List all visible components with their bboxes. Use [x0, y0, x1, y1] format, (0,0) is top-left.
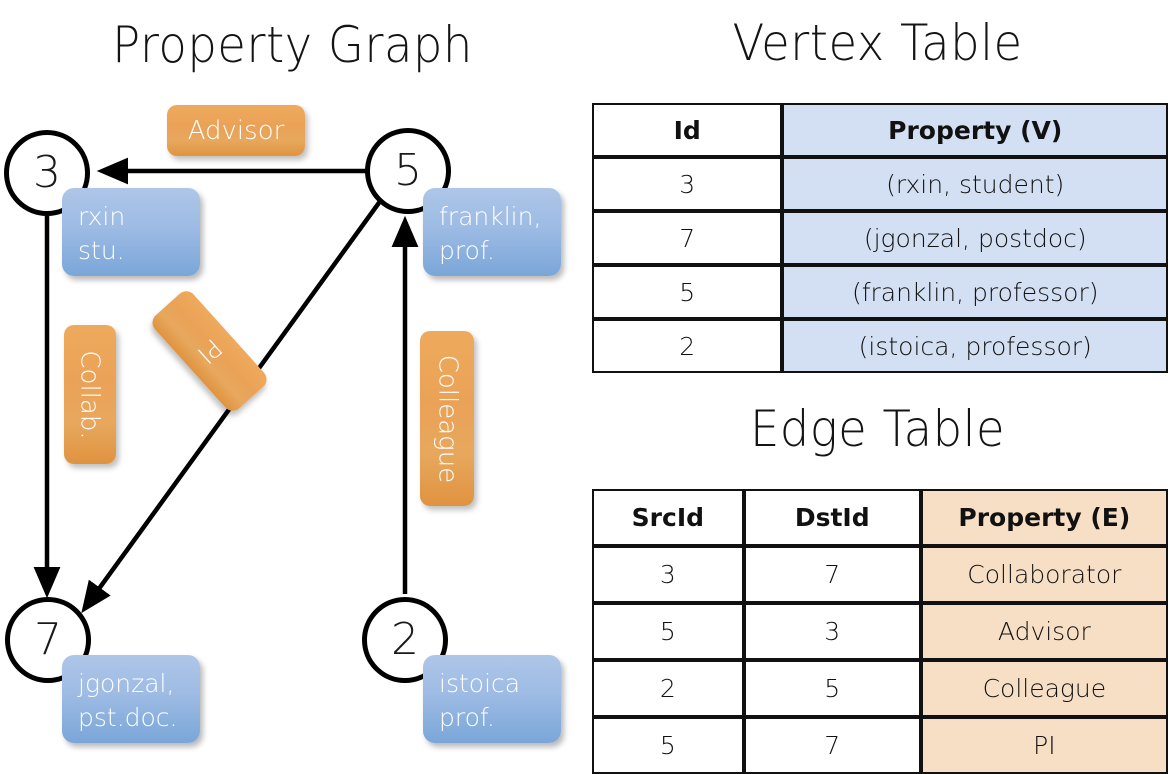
- node-2-property-line-1: istoica: [439, 669, 521, 698]
- graph-node-2[interactable]: 2: [362, 597, 448, 683]
- vertex-row-3-id: 2: [592, 319, 783, 373]
- edge-table-header-dstid: DstId: [743, 489, 921, 546]
- edge-label-collab: Collab.: [64, 325, 116, 464]
- node-7-property-line-1: jgonzal,: [78, 669, 175, 698]
- vertex-row-1-property: (jgonzal, postdoc): [782, 211, 1168, 265]
- vertex-row-0-id: 3: [592, 157, 783, 211]
- edge-label-advisor-text: Advisor: [187, 115, 285, 146]
- edge-row-2-src: 2: [592, 660, 744, 717]
- edge-label-pi-text: PI: [191, 333, 228, 370]
- edge-row-3-src: 5: [592, 717, 744, 774]
- graph-node-2-label: 2: [391, 614, 419, 665]
- node-5-property-line-2: prof.: [439, 236, 495, 265]
- edge-row-0-property: Collaborator: [920, 546, 1168, 603]
- edge-row-3-dst: 7: [743, 717, 921, 774]
- vertex-table-header-property: Property (V): [782, 103, 1168, 157]
- page-title-edge-table: Edge Table: [749, 400, 1006, 458]
- edge-table-header-srcid: SrcId: [592, 489, 744, 546]
- edge-row-0-dst: 7: [743, 546, 921, 603]
- node-2-property-line-2: prof.: [439, 703, 495, 732]
- edge-row-3-property: PI: [920, 717, 1168, 774]
- graph-node-7-label: 7: [34, 614, 62, 665]
- node-7-property-line-2: pst.doc.: [78, 703, 178, 732]
- table-row[interactable]: 5 7 PI: [592, 717, 1168, 774]
- table-row[interactable]: 5 3 Advisor: [592, 603, 1168, 660]
- node-5-property-box: franklin, prof.: [423, 188, 561, 276]
- edge-label-colleague: Colleague: [420, 331, 474, 506]
- vertex-row-0-property: (rxin, student): [782, 157, 1168, 211]
- edge-row-2-property: Colleague: [920, 660, 1168, 717]
- table-row[interactable]: 3 (rxin, student): [592, 157, 1168, 211]
- table-row[interactable]: 2 5 Colleague: [592, 660, 1168, 717]
- vertex-table-header-id: Id: [592, 103, 783, 157]
- table-row[interactable]: 5 (franklin, professor): [592, 265, 1168, 319]
- edge-row-1-dst: 3: [743, 603, 921, 660]
- edge-row-1-property: Advisor: [920, 603, 1168, 660]
- edge-label-collab-text: Collab.: [75, 349, 105, 440]
- table-row[interactable]: 7 (jgonzal, postdoc): [592, 211, 1168, 265]
- vertex-row-2-property: (franklin, professor): [782, 265, 1168, 319]
- edge-row-0-src: 3: [592, 546, 744, 603]
- node-3-property-line-2: stu.: [78, 236, 125, 265]
- edge-row-1-src: 5: [592, 603, 744, 660]
- edge-label-advisor: Advisor: [167, 105, 305, 156]
- edge-row-2-dst: 5: [743, 660, 921, 717]
- edge-table: SrcId DstId Property (E) 3 7 Collaborato…: [592, 489, 1168, 774]
- node-5-property-line-1: franklin,: [439, 202, 542, 231]
- vertex-table-header-row: Id Property (V): [592, 103, 1168, 157]
- table-row[interactable]: 2 (istoica, professor): [592, 319, 1168, 373]
- property-graph-panel: 3 5 7 2 rxin stu. franklin, prof. jgonza…: [0, 0, 585, 760]
- edge-label-colleague-text: Colleague: [432, 354, 463, 483]
- vertex-row-2-id: 5: [592, 265, 783, 319]
- vertex-table: Id Property (V) 3 (rxin, student) 7 (jgo…: [592, 103, 1168, 373]
- page-title-vertex-table: Vertex Table: [732, 14, 1023, 72]
- table-row[interactable]: 3 7 Collaborator: [592, 546, 1168, 603]
- edge-table-header-row: SrcId DstId Property (E): [592, 489, 1168, 546]
- graph-node-5-label: 5: [394, 145, 422, 196]
- node-3-property-box: rxin stu.: [62, 188, 200, 276]
- node-3-property-line-1: rxin: [78, 202, 126, 231]
- edge-table-header-property: Property (E): [920, 489, 1168, 546]
- vertex-row-1-id: 7: [592, 211, 783, 265]
- page-title-property-graph: Property Graph: [112, 16, 473, 74]
- vertex-row-3-property: (istoica, professor): [782, 319, 1168, 373]
- graph-node-3-label: 3: [33, 147, 61, 198]
- node-2-property-box: istoica prof.: [423, 655, 561, 743]
- graph-node-5[interactable]: 5: [365, 128, 451, 214]
- node-7-property-box: jgonzal, pst.doc.: [62, 655, 200, 743]
